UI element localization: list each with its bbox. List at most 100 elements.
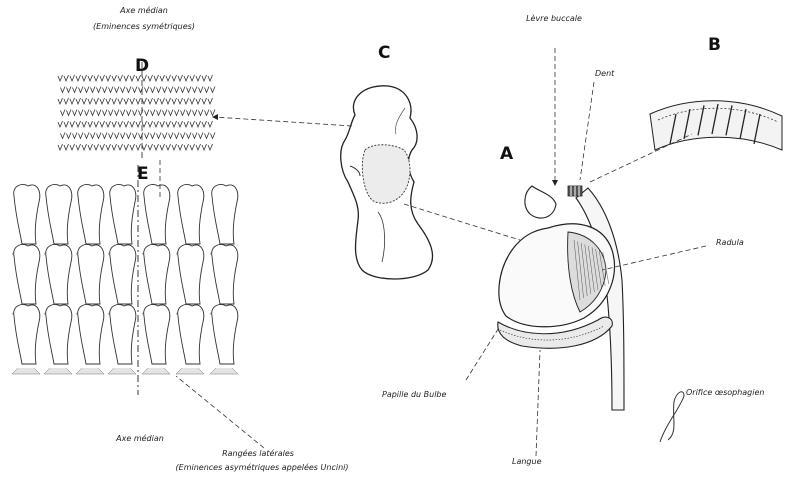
eminence-mark — [196, 75, 201, 81]
eminence-mark — [88, 75, 93, 81]
eminence-mark — [64, 121, 69, 127]
lateral-tooth — [14, 304, 40, 364]
eminence-mark — [178, 98, 183, 104]
eminence-mark — [91, 110, 96, 116]
eminence-mark — [85, 133, 90, 139]
lateral-tooth — [78, 244, 104, 304]
eminence-mark — [169, 133, 174, 139]
eminence-mark — [97, 110, 102, 116]
eminence-mark — [79, 110, 84, 116]
lateral-tooth — [110, 184, 136, 244]
lateral-tooth — [144, 244, 170, 304]
lateral-tooth — [78, 304, 104, 364]
letter-e: E — [137, 164, 149, 184]
eminence-mark — [154, 75, 159, 81]
eminence-mark — [202, 121, 207, 127]
eminence-mark — [103, 87, 108, 93]
eminence-mark — [124, 121, 129, 127]
eminence-mark — [181, 110, 186, 116]
label-orifice-oesophagien: Orifice œsophagien — [686, 388, 764, 397]
eminence-mark — [160, 98, 165, 104]
eminence-mark — [73, 110, 78, 116]
eminence-mark — [166, 98, 171, 104]
eminence-mark — [148, 98, 153, 104]
eminence-mark — [148, 144, 153, 150]
eminence-mark — [118, 144, 123, 150]
eminence-mark — [106, 121, 111, 127]
eminence-mark — [118, 75, 123, 81]
eminence-mark — [64, 75, 69, 81]
lateral-tooth — [178, 304, 204, 364]
lateral-tooth — [178, 184, 204, 244]
eminence-mark — [178, 75, 183, 81]
tooth-base — [210, 368, 238, 374]
eminence-mark — [175, 110, 180, 116]
label-rangees-laterales: Rangées latérales — [222, 449, 294, 458]
eminence-mark — [94, 98, 99, 104]
eminence-mark — [61, 87, 66, 93]
eminence-mark — [115, 87, 120, 93]
eminence-mark — [208, 121, 213, 127]
panel-d-eminences-grid — [58, 75, 215, 150]
eminence-mark — [187, 87, 192, 93]
eminence-mark — [187, 133, 192, 139]
lateral-tooth — [178, 244, 204, 304]
lateral-tooth — [110, 244, 136, 304]
eminence-mark — [178, 144, 183, 150]
eminence-mark — [142, 144, 147, 150]
lateral-tooth — [14, 244, 40, 304]
eminence-mark — [124, 98, 129, 104]
eminence-mark — [109, 133, 114, 139]
eminence-mark — [208, 75, 213, 81]
eminence-mark — [157, 87, 162, 93]
eminence-mark — [100, 75, 105, 81]
eminence-mark — [160, 121, 165, 127]
eminence-mark — [64, 98, 69, 104]
eminence-mark — [163, 87, 168, 93]
tooth-base — [76, 368, 104, 374]
panel-b-teeth-row — [650, 101, 782, 150]
eminence-mark — [79, 133, 84, 139]
eminence-mark — [100, 98, 105, 104]
eminence-mark — [205, 87, 210, 93]
eminence-mark — [103, 110, 108, 116]
lateral-tooth — [46, 244, 72, 304]
eminence-mark — [100, 121, 105, 127]
lateral-tooth — [144, 184, 170, 244]
eminence-mark — [184, 121, 189, 127]
lateral-tooth — [46, 184, 72, 244]
eminence-mark — [115, 110, 120, 116]
lateral-tooth — [110, 304, 136, 364]
eminence-mark — [145, 133, 150, 139]
panel-a-bulb-section — [498, 186, 624, 410]
eminence-mark — [136, 121, 141, 127]
eminence-mark — [175, 87, 180, 93]
eminence-mark — [208, 98, 213, 104]
eminence-mark — [88, 98, 93, 104]
eminence-mark — [169, 110, 174, 116]
eminence-mark — [88, 121, 93, 127]
eminence-mark — [184, 75, 189, 81]
eminence-mark — [202, 98, 207, 104]
eminence-mark — [151, 133, 156, 139]
label-levre-buccale: Lèvre buccale — [526, 14, 582, 23]
eminence-mark — [70, 98, 75, 104]
eminence-mark — [193, 87, 198, 93]
tooth-base — [142, 368, 170, 374]
eminence-mark — [106, 144, 111, 150]
eminence-mark — [211, 110, 216, 116]
eminence-mark — [100, 144, 105, 150]
eminence-mark — [199, 110, 204, 116]
eminence-mark — [142, 121, 147, 127]
eminence-mark — [166, 75, 171, 81]
eminence-mark — [196, 121, 201, 127]
lateral-tooth — [46, 304, 72, 364]
eminence-mark — [130, 144, 135, 150]
eminence-mark — [142, 98, 147, 104]
eminence-mark — [118, 98, 123, 104]
eminence-mark — [121, 110, 126, 116]
eminence-mark — [184, 98, 189, 104]
eminence-mark — [151, 87, 156, 93]
eminence-mark — [70, 75, 75, 81]
eminence-mark — [160, 75, 165, 81]
